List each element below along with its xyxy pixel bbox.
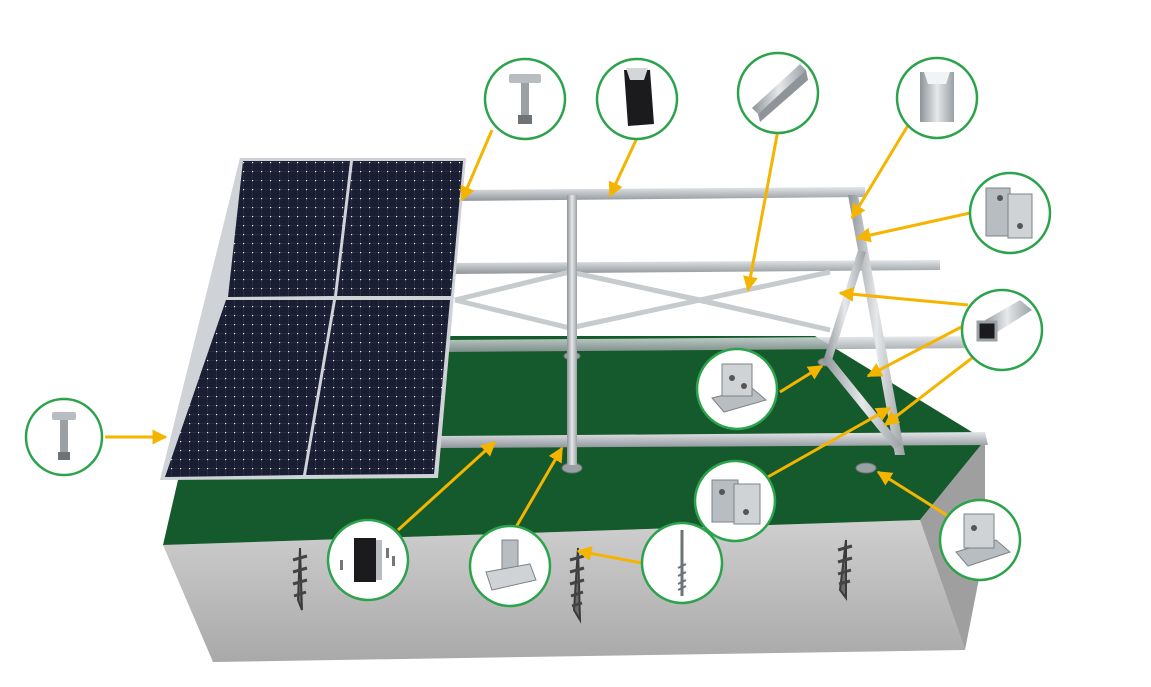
joint-connector-icon [711, 479, 761, 525]
rail-clamp-icon [485, 539, 537, 591]
rail-connector-callout [968, 171, 1052, 255]
base-bracket-callout-mid [695, 347, 779, 431]
panel-bottom-right [306, 300, 450, 475]
panel-bottom-left [165, 300, 333, 477]
rail-3 [445, 336, 990, 352]
joint-connector-callout [693, 459, 777, 543]
panel-top-right [337, 161, 463, 296]
rail-end-cap-callout [895, 56, 979, 140]
rail-connector-icon [985, 187, 1033, 239]
base-bracket-icon [711, 363, 768, 413]
posts [567, 195, 905, 465]
post-right-diagonal [824, 250, 866, 360]
rail-1 [452, 187, 865, 201]
post-front-left [567, 195, 577, 465]
panel-top-left [228, 161, 350, 297]
rail-cap-icon [920, 72, 954, 122]
square-tube-icon [976, 300, 1032, 342]
rail-clamp-callout [468, 524, 552, 608]
brace-right-lower [822, 356, 902, 449]
base-bracket-callout-right [938, 498, 1022, 582]
ground-screw-icon [677, 530, 687, 596]
mid-clamp-callout-top [483, 57, 567, 141]
end-clamp-icon [52, 412, 76, 460]
c-channel-icon [752, 64, 808, 122]
square-tube-callout [960, 288, 1044, 372]
mid-clamp-icon [509, 74, 541, 124]
callouts [24, 51, 1052, 608]
cross-braces [454, 269, 831, 333]
solar-array [160, 158, 466, 480]
ground-screw-callout [640, 521, 724, 605]
splice-kit-callout [326, 518, 410, 602]
callout-arrows [105, 121, 973, 565]
c-channel-brace-callout [736, 51, 820, 135]
ground-screw-2 [572, 547, 582, 624]
splice-kit-icon [340, 538, 395, 582]
end-clamp-callout-left [24, 397, 104, 477]
rail-profile-icon [624, 68, 654, 126]
base-bracket-icon [955, 513, 1011, 567]
rail-profile-callout [595, 57, 679, 141]
